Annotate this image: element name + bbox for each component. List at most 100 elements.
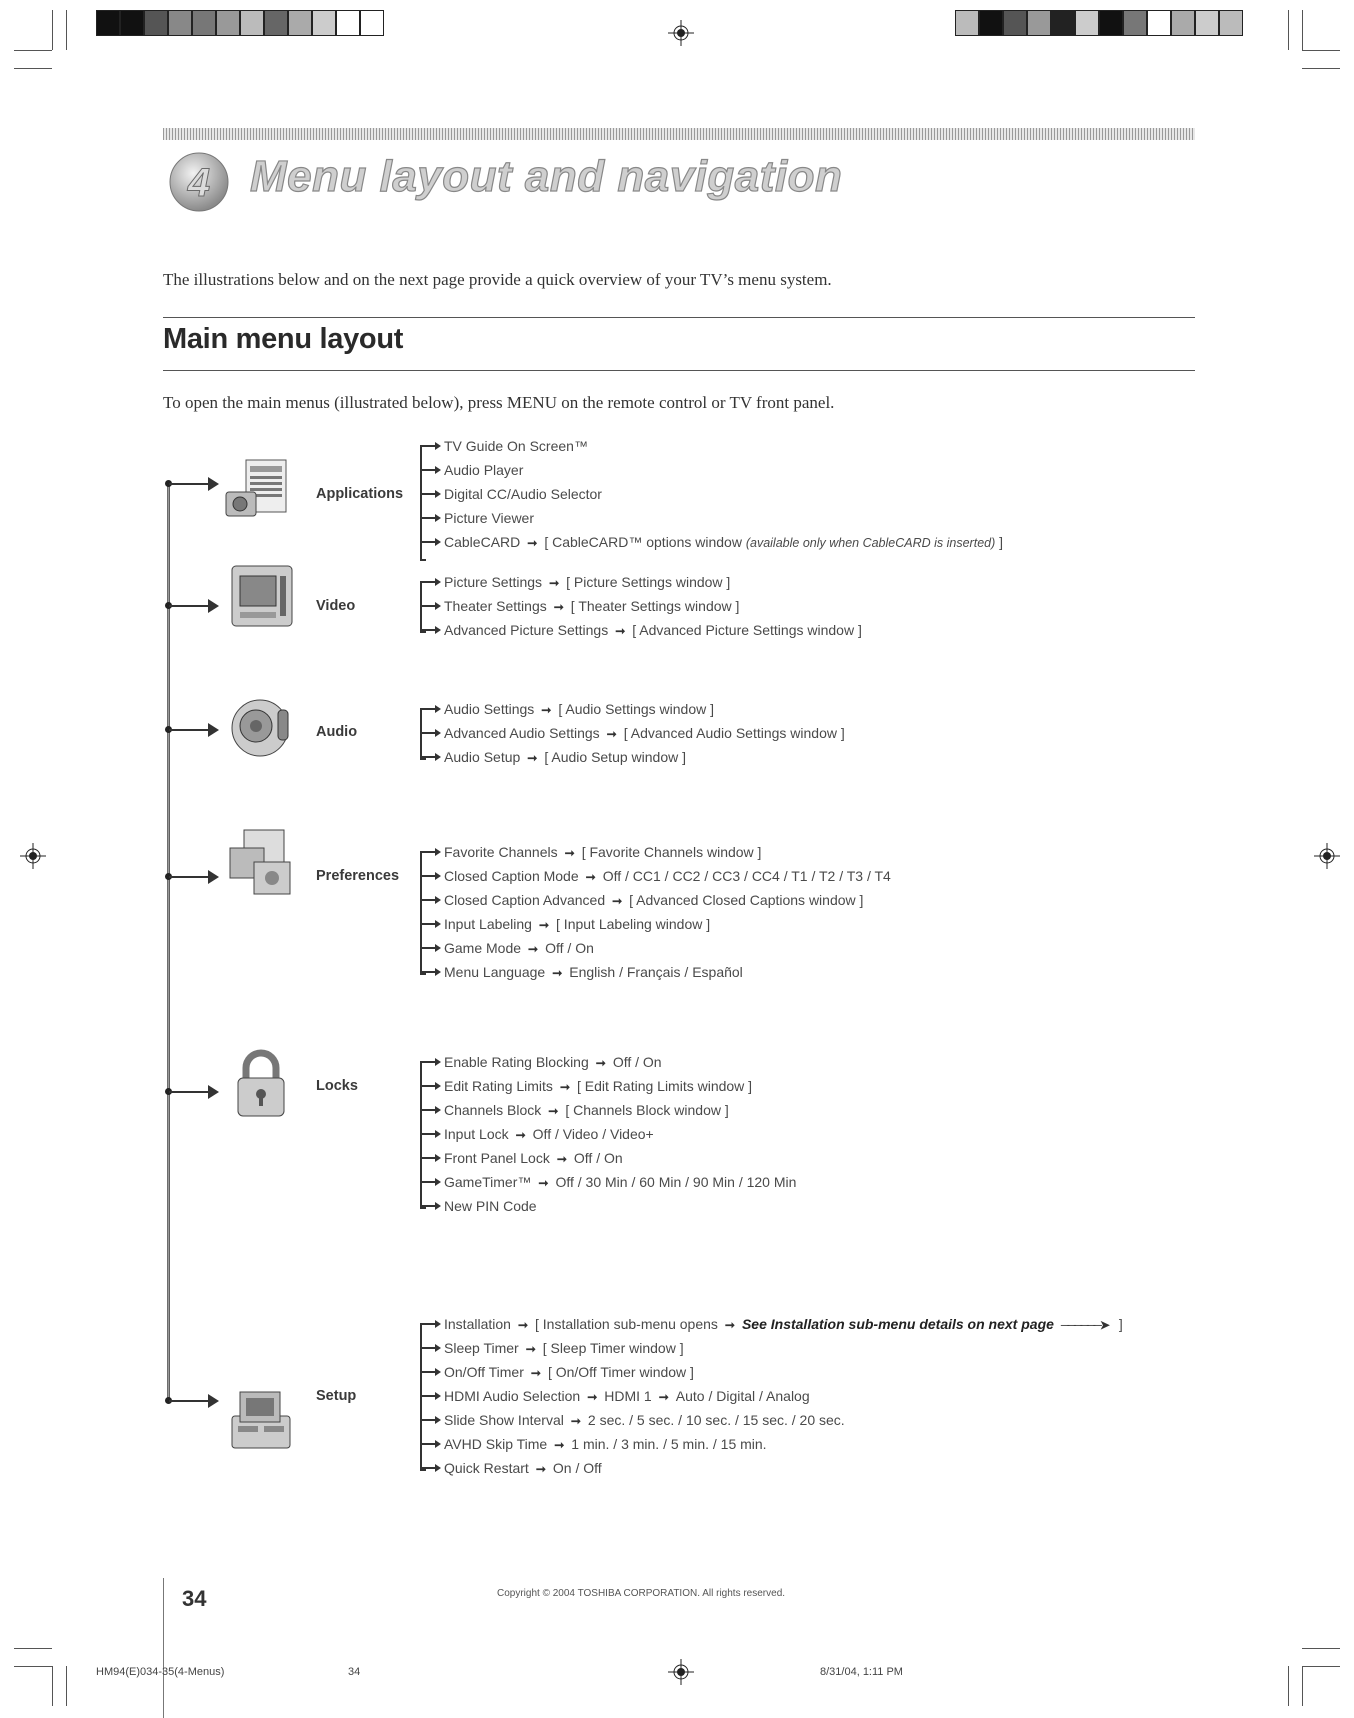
color-registration-bar-right xyxy=(955,10,1243,36)
footer-rule xyxy=(163,1578,164,1718)
arrow-right-icon: ➞ xyxy=(725,1318,735,1332)
tree-branch-arrow xyxy=(169,1091,217,1093)
arrow-right-icon: ➞ xyxy=(531,1366,541,1380)
menu-item[interactable]: Picture Viewer xyxy=(422,506,534,530)
arrow-right-icon: ➞ xyxy=(548,1104,558,1118)
video-icon xyxy=(228,560,298,634)
menu-item[interactable]: Advanced Picture Settings➞[ Advanced Pic… xyxy=(422,618,862,642)
menu-item[interactable]: Theater Settings➞[ Theater Settings wind… xyxy=(422,594,739,618)
arrow-right-icon: ➞ xyxy=(526,1342,536,1356)
menu-item[interactable]: HDMI Audio Selection➞HDMI 1➞Auto / Digit… xyxy=(422,1384,810,1408)
arrow-right-icon: ➞ xyxy=(565,846,575,860)
menu-item[interactable]: Audio Player xyxy=(422,458,523,482)
arrow-right-icon: ➞ xyxy=(659,1390,669,1404)
category-label-video: Video xyxy=(316,598,355,614)
crop-mark xyxy=(1302,1666,1340,1667)
menu-item[interactable]: Installation➞[ Installation sub-menu ope… xyxy=(422,1312,1123,1336)
crop-mark xyxy=(52,10,53,50)
page-number: 34 xyxy=(182,1586,206,1612)
category-label-applications: Applications xyxy=(316,486,403,502)
arrow-right-icon: ➞ xyxy=(615,624,625,638)
arrow-right-icon: ➞ xyxy=(552,966,562,980)
crop-mark xyxy=(66,1666,67,1706)
arrow-right-icon: ➞ xyxy=(586,870,596,884)
category-label-audio: Audio xyxy=(316,724,357,740)
menu-tree-trunk xyxy=(167,484,170,1401)
arrow-right-icon: ➞ xyxy=(528,942,538,956)
arrow-right-icon: ➞ xyxy=(541,703,551,717)
menu-item[interactable]: New PIN Code xyxy=(422,1194,537,1218)
chapter-title: Menu layout and navigation xyxy=(250,152,842,202)
arrow-right-icon: ➞ xyxy=(560,1080,570,1094)
menu-item[interactable]: TV Guide On Screen™ xyxy=(422,434,588,458)
arrow-right-icon: ➞ xyxy=(516,1128,526,1142)
registration-target-icon xyxy=(668,1659,694,1685)
menu-item[interactable]: Enable Rating Blocking➞Off / On xyxy=(422,1050,662,1074)
menu-item[interactable]: Digital CC/Audio Selector xyxy=(422,482,602,506)
applications-icon xyxy=(220,456,290,530)
tree-branch-arrow xyxy=(169,483,217,485)
arrow-right-icon: ➞ xyxy=(557,1152,567,1166)
arrow-right-icon: ➞ xyxy=(549,576,559,590)
crop-mark xyxy=(1302,10,1303,50)
arrow-right-icon: ➞ xyxy=(554,1438,564,1452)
menu-item[interactable]: Channels Block➞[ Channels Block window ] xyxy=(422,1098,729,1122)
arrow-right-icon: ➞ xyxy=(527,751,537,765)
menu-item[interactable]: AVHD Skip Time➞1 min. / 3 min. / 5 min. … xyxy=(422,1432,767,1456)
menu-item[interactable]: Quick Restart➞On / Off xyxy=(422,1456,602,1480)
locks-icon xyxy=(226,1046,296,1120)
menu-item[interactable]: Input Labeling➞[ Input Labeling window ] xyxy=(422,912,710,936)
menu-item[interactable]: Menu Language➞English / Français / Españ… xyxy=(422,960,743,984)
crop-mark xyxy=(14,1666,52,1667)
header-hatch-bar xyxy=(163,128,1195,140)
crop-mark xyxy=(14,1648,52,1649)
tree-branch-arrow xyxy=(169,876,217,878)
crop-mark xyxy=(14,50,52,51)
tree-branch-arrow xyxy=(169,1400,217,1402)
arrow-right-icon: ➞ xyxy=(554,600,564,614)
category-label-preferences: Preferences xyxy=(316,868,399,884)
color-registration-bar-left xyxy=(96,10,384,36)
section-rule-top xyxy=(163,317,1195,318)
crop-mark xyxy=(52,1666,53,1706)
menu-item[interactable]: Closed Caption Advanced➞[ Advanced Close… xyxy=(422,888,863,912)
category-label-locks: Locks xyxy=(316,1078,358,1094)
arrow-right-icon: ➞ xyxy=(518,1318,528,1332)
menu-item[interactable]: CableCARD➞[ CableCARD™ options window (a… xyxy=(422,530,1003,554)
audio-icon xyxy=(226,690,296,764)
menu-item[interactable]: Input Lock➞Off / Video / Video+ xyxy=(422,1122,654,1146)
arrow-right-icon: ➞ xyxy=(538,1176,548,1190)
menu-item[interactable]: On/Off Timer➞[ On/Off Timer window ] xyxy=(422,1360,694,1384)
section-title: Main menu layout xyxy=(163,323,403,356)
crop-mark xyxy=(1302,1648,1340,1649)
arrow-right-icon: ➞ xyxy=(527,536,537,550)
arrow-right-icon: ➞ xyxy=(571,1414,581,1428)
arrow-right-icon: ➞ xyxy=(607,727,617,741)
menu-item[interactable]: Sleep Timer➞[ Sleep Timer window ] xyxy=(422,1336,684,1360)
long-arrow-right-icon: ──────➤ xyxy=(1061,1318,1108,1332)
menu-item[interactable]: Favorite Channels➞[ Favorite Channels wi… xyxy=(422,840,761,864)
menu-item[interactable]: Slide Show Interval➞2 sec. / 5 sec. / 10… xyxy=(422,1408,845,1432)
menu-item[interactable]: Audio Setup➞[ Audio Setup window ] xyxy=(422,745,686,769)
arrow-right-icon: ➞ xyxy=(536,1462,546,1476)
menu-item[interactable]: Picture Settings➞[ Picture Settings wind… xyxy=(422,570,730,594)
menu-item[interactable]: Audio Settings➞[ Audio Settings window ] xyxy=(422,697,714,721)
arrow-right-icon: ➞ xyxy=(596,1056,606,1070)
crop-mark xyxy=(66,10,67,50)
menu-item[interactable]: GameTimer™➞Off / 30 Min / 60 Min / 90 Mi… xyxy=(422,1170,796,1194)
menu-item[interactable]: Closed Caption Mode➞Off / CC1 / CC2 / CC… xyxy=(422,864,891,888)
crop-mark xyxy=(1302,1666,1303,1706)
crop-mark xyxy=(1288,1666,1289,1706)
arrow-right-icon: ➞ xyxy=(587,1390,597,1404)
menu-item[interactable]: Front Panel Lock➞Off / On xyxy=(422,1146,623,1170)
slug-page: 34 xyxy=(348,1666,360,1678)
menu-item[interactable]: Edit Rating Limits➞[ Edit Rating Limits … xyxy=(422,1074,752,1098)
tree-branch-arrow xyxy=(169,729,217,731)
section-rule-bottom xyxy=(163,370,1195,371)
menu-item[interactable]: Game Mode➞Off / On xyxy=(422,936,594,960)
registration-target-icon xyxy=(668,20,694,46)
slug-date: 8/31/04, 1:11 PM xyxy=(820,1666,903,1678)
menu-item[interactable]: Advanced Audio Settings➞[ Advanced Audio… xyxy=(422,721,845,745)
setup-icon xyxy=(226,1382,296,1456)
svg-text:4: 4 xyxy=(187,161,210,205)
